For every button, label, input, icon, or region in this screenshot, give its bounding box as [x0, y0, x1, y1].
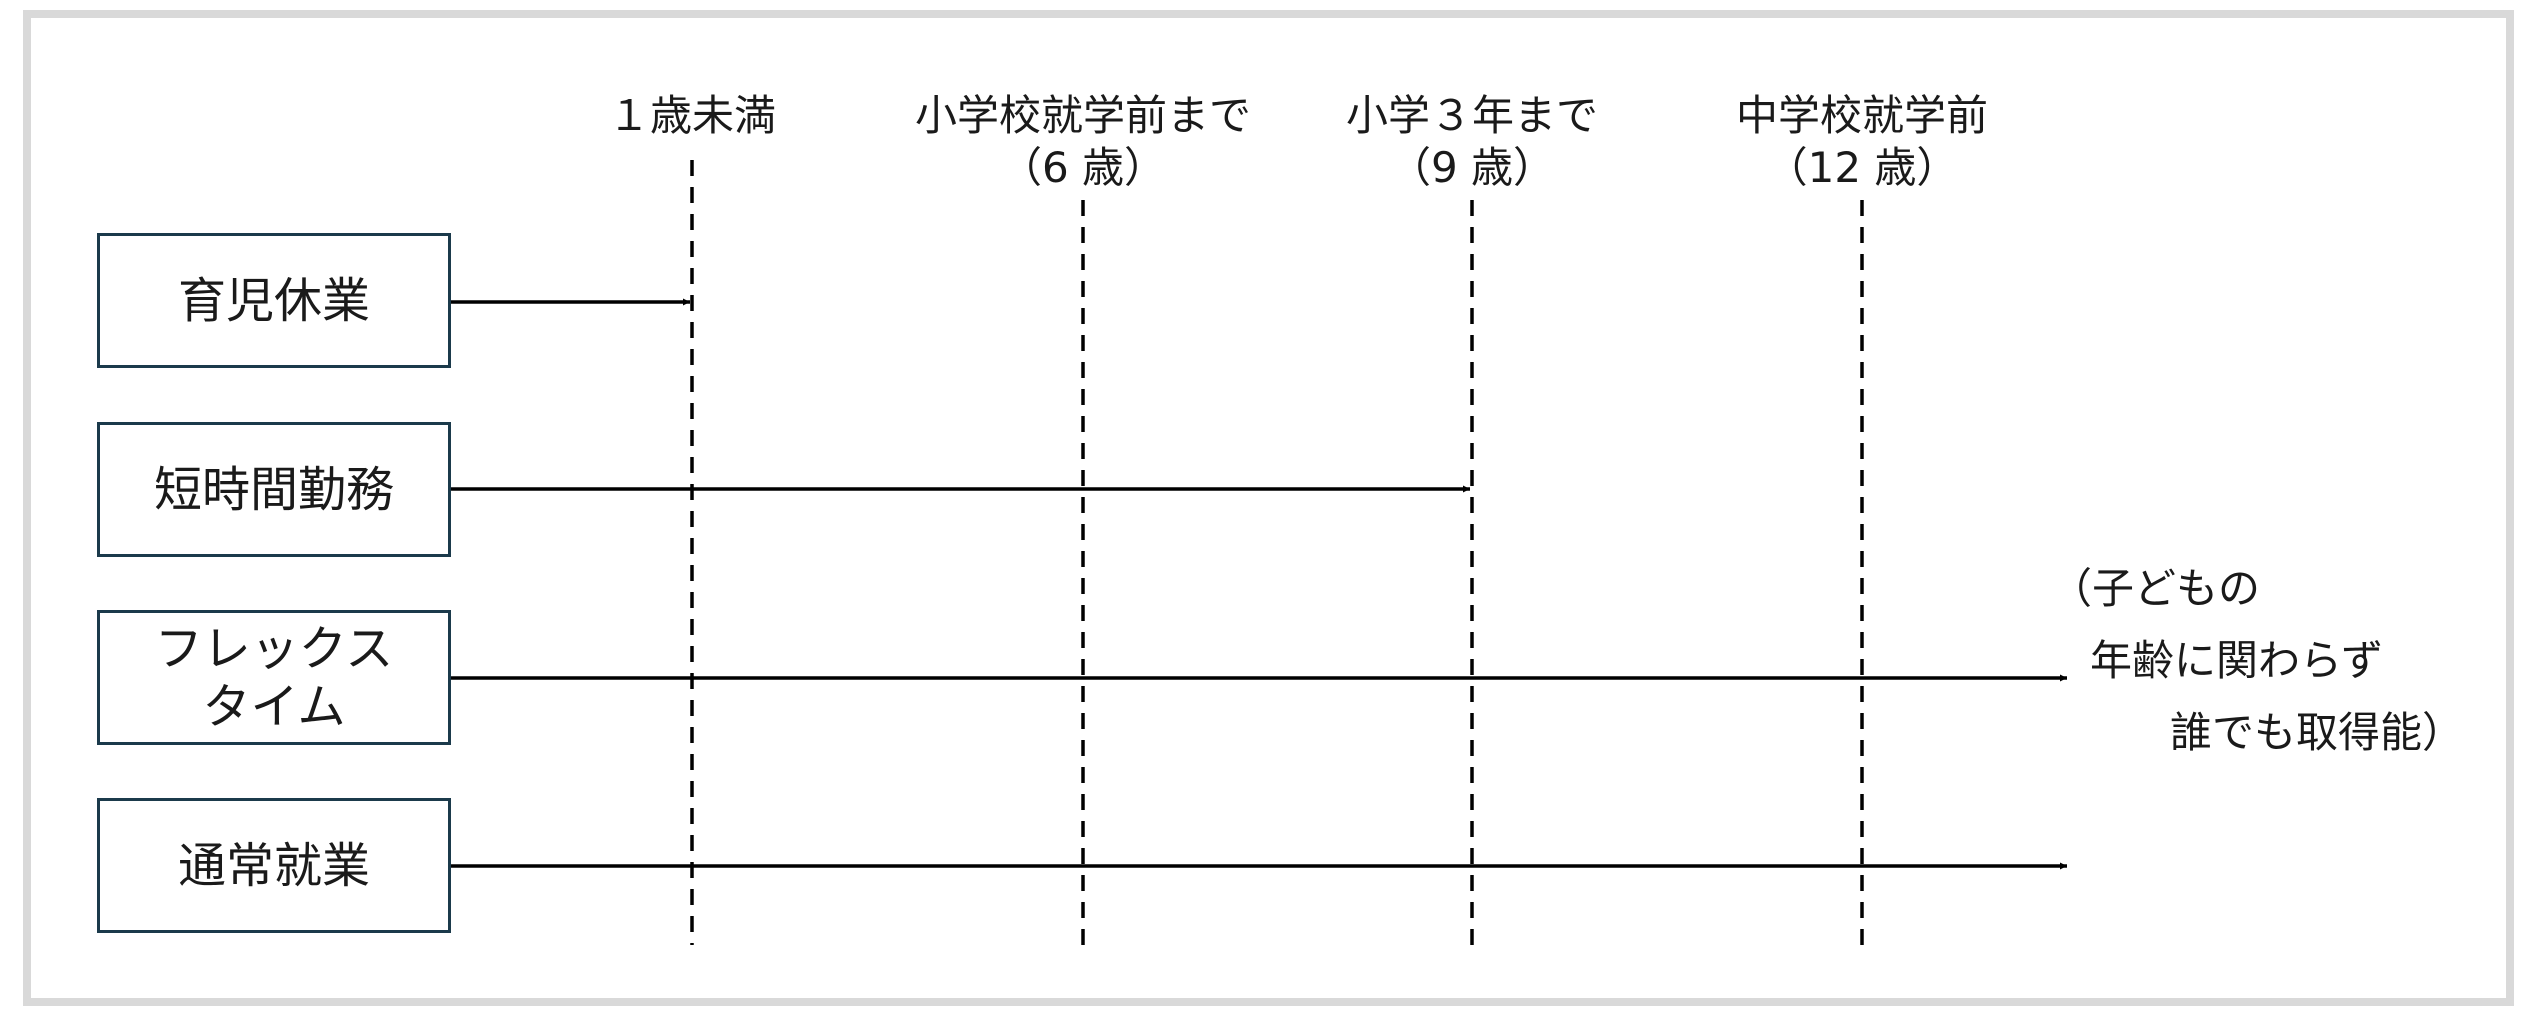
milestone-label-4: 中学校就学前 （12 歳）	[1662, 90, 2062, 194]
row-box-flextime: フレックス タイム	[97, 610, 451, 745]
row-box-3-line1: フレックス	[154, 620, 394, 677]
milestone-label-3: 小学３年まで （9 歳）	[1280, 90, 1664, 194]
milestone-label-2: 小学校就学前まで （6 歳）	[853, 90, 1313, 194]
milestone-label-1-line1: １歳未満	[607, 91, 776, 140]
row-box-4-line1: 通常就業	[177, 837, 370, 894]
note-line-1: （子どもの	[2050, 564, 2261, 613]
row-box-short-hours: 短時間勤務	[97, 422, 451, 557]
row-box-3-line2: タイム	[202, 678, 346, 735]
flextime-note: （子どもの 年齢に関わらず 誰でも取得能）	[2050, 553, 2464, 769]
milestone-label-3-line1: 小学３年まで	[1345, 91, 1598, 140]
milestone-label-3-line2: （9 歳）	[1388, 143, 1556, 192]
row-box-regular-work: 通常就業	[97, 798, 451, 933]
row-box-1-line1: 育児休業	[177, 272, 370, 329]
milestone-label-4-line1: 中学校就学前	[1735, 91, 1988, 140]
milestone-label-4-line2: （12 歳）	[1765, 143, 1959, 192]
milestone-label-2-line1: 小学校就学前まで	[914, 91, 1251, 140]
milestone-label-1: １歳未満	[592, 90, 792, 142]
row-box-2-line1: 短時間勤務	[153, 461, 394, 518]
milestone-label-2-line2: （6 歳）	[999, 143, 1167, 192]
note-line-2: 年齢に関わらず	[2090, 636, 2384, 685]
row-box-childcare-leave: 育児休業	[97, 233, 451, 368]
note-line-3: 誰でも取得能）	[2170, 708, 2465, 757]
